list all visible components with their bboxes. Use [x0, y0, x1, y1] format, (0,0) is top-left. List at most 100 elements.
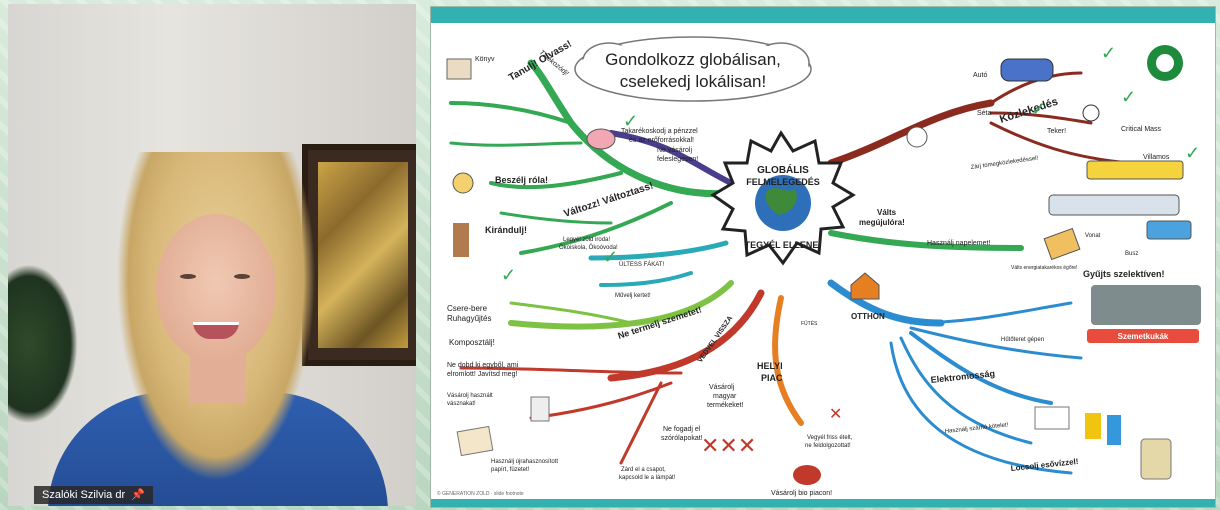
label-critical-mass: Critical Mass	[1121, 126, 1162, 133]
label-teker: Teker!	[1047, 128, 1066, 135]
tomato-basket-icon	[793, 465, 821, 485]
check-icon: ✓	[1121, 87, 1136, 107]
label-kirandulj: Kirándulj!	[485, 225, 527, 235]
check-icon: ✓	[1031, 99, 1046, 119]
clothes-icon	[1085, 413, 1101, 439]
label-vasarolj-hasznalt: Vásárolj használt	[447, 393, 493, 399]
label-vasarolj-hasznalt-2: vásznakat!	[447, 401, 476, 407]
label-beszelj: Beszélj róla!	[495, 175, 548, 185]
label-megujulora: megújulóra!	[859, 218, 905, 227]
smiley-icon	[907, 127, 927, 147]
label-ne-fogadj: Ne fogadj el	[663, 426, 701, 433]
center-line-3: TEGYÉL ELLENE!	[745, 240, 822, 250]
label-ruhagyujtes: Ruhagyűjtés	[447, 314, 491, 323]
bus-icon	[1147, 221, 1191, 239]
label-vegyel-friss: Vegyél friss ételt,	[807, 435, 853, 441]
participant-video-tile[interactable]: Szalóki Szilvia dr 📌	[8, 4, 416, 506]
label-muvelj-kertet: Művelj kertet!	[615, 293, 651, 299]
hiker-icon	[453, 223, 469, 257]
label-kozlekedes: Közlekedés	[998, 96, 1059, 126]
label-vasarolj-magyar: Vásárolj	[709, 384, 735, 391]
label-zard-el: Zárd el a csapot,	[621, 467, 666, 473]
paper-stack-icon	[457, 426, 493, 455]
check-icon: ✓	[1101, 43, 1116, 63]
slide-top-bar	[431, 7, 1215, 23]
tram-icon	[1087, 161, 1183, 179]
piggy-bank-icon	[587, 129, 615, 149]
label-vasarolj-magyar-2: magyar	[713, 393, 737, 400]
center-line-2: FELMELEGEDÉS	[746, 177, 820, 187]
label-piac: PIAC	[761, 373, 783, 383]
participant-right-eye	[234, 274, 250, 279]
person-talking-icon	[453, 173, 473, 193]
label-vasarolj-magyar-3: termékeket!	[707, 402, 744, 409]
car-icon	[1001, 59, 1053, 81]
solar-panel-icon	[1044, 229, 1080, 260]
label-hutoteret: Hűtőteret gépen	[1001, 337, 1044, 343]
pin-icon[interactable]: 📌	[131, 486, 145, 504]
title-cloud: Gondolkozz globálisan, cselekedj lokális…	[575, 37, 811, 101]
shared-screen-slide: Gondolkozz globálisan, cselekedj lokális…	[430, 6, 1216, 508]
mind-map: Gondolkozz globálisan, cselekedj lokális…	[431, 23, 1215, 499]
label-futes: FŰTÉS	[801, 320, 818, 327]
label-busz: Busz	[1125, 251, 1138, 257]
label-auto: Autó	[973, 72, 988, 79]
label-ultess-fakat: ÜLTESS FÁKAT!	[619, 261, 664, 268]
label-takarekoskodj-2: és az erőforrásokkal!	[629, 137, 694, 144]
bicycle-icon	[1083, 105, 1099, 121]
painting-canvas	[318, 162, 408, 348]
label-feleslegesen: feleslegesen!	[657, 156, 698, 163]
label-elromlott: elromlott! Javítsd meg!	[447, 371, 517, 378]
rain-barrel-icon	[1141, 439, 1171, 479]
label-szemetkukak: Szemetkukák	[1118, 332, 1169, 341]
label-ne-vasarolj: Ne vásárolj	[657, 147, 692, 154]
title-line-1: Gondolkozz globálisan,	[605, 50, 781, 69]
house-icon	[851, 273, 879, 299]
participant-left-eye	[180, 274, 196, 279]
title-line-2: cselekedj lokálisan!	[620, 72, 766, 91]
participant-name: Szalóki Szilvia dr	[42, 486, 125, 504]
bag-icon	[531, 397, 549, 421]
label-villamos: Villamos	[1143, 154, 1170, 161]
label-hasznalj-ujra: Használj újrahasznosított	[491, 459, 558, 465]
wall-painting	[302, 144, 416, 366]
label-ne-feldolgozott: ne feldolgozottat!	[805, 443, 851, 449]
recycle-bins-icon	[1091, 285, 1201, 325]
slide-footnote: © GENERATION ZOLD · slide footnote	[437, 491, 524, 497]
center-node: GLOBÁLIS FELMELEGEDÉS TEGYÉL ELLENE!	[713, 133, 853, 263]
label-konyv: Könyv	[475, 56, 495, 63]
jeans-icon	[1107, 415, 1121, 445]
label-valts: Válts	[877, 208, 897, 217]
slide-bottom-bar	[431, 499, 1215, 507]
no-processed-cross: ✕	[829, 406, 842, 423]
houseplant	[8, 264, 78, 424]
label-szorolapokat: szórólapokat!	[661, 435, 703, 442]
check-icon: ✓	[623, 111, 638, 131]
participant-name-tag: Szalóki Szilvia dr 📌	[34, 486, 153, 504]
label-valtozz: Változz! Változtass!	[563, 181, 655, 220]
label-zarj: Zárj tömegközlekedéssel!	[970, 156, 1039, 171]
label-bio-piac: Vásárolj bio piacon!	[771, 490, 832, 497]
cross-marks: ✕✕✕	[701, 433, 756, 458]
participant-face	[156, 214, 276, 364]
label-hasznalj-napelemet: Használj napelemet!	[927, 240, 990, 247]
eco-logo-center	[1156, 54, 1174, 72]
right-labels: Közlekedés Autó Séta Teker! Critical Mas…	[801, 45, 1201, 479]
check-icon: ✓	[501, 265, 516, 285]
label-tegyel-fel: Válts energiatakarékos égőre!	[1011, 265, 1077, 271]
label-otthon: OTTHON	[851, 312, 885, 321]
market-labels: HELYI PIAC Vásárolj magyar termékeket! V…	[707, 361, 853, 497]
check-icon: ✓	[1185, 143, 1200, 163]
label-komposztalj: Komposztálj!	[449, 338, 495, 347]
label-legyel-zold: Legyél zöld iroda!	[563, 237, 610, 243]
label-seta: Séta	[977, 110, 992, 117]
book-icon	[447, 59, 471, 79]
label-gyujts: Gyűjts szelektíven!	[1083, 269, 1165, 279]
train-icon	[1049, 195, 1179, 215]
label-csere-bere: Csere-bere	[447, 304, 488, 313]
label-vonat: Vonat	[1085, 233, 1101, 239]
check-icon: ✓	[603, 247, 618, 267]
washing-machine-icon	[1035, 407, 1069, 429]
label-helyi: HELYI	[757, 361, 783, 371]
label-zard-el-2: kapcsold le a lámpát!	[619, 475, 676, 481]
